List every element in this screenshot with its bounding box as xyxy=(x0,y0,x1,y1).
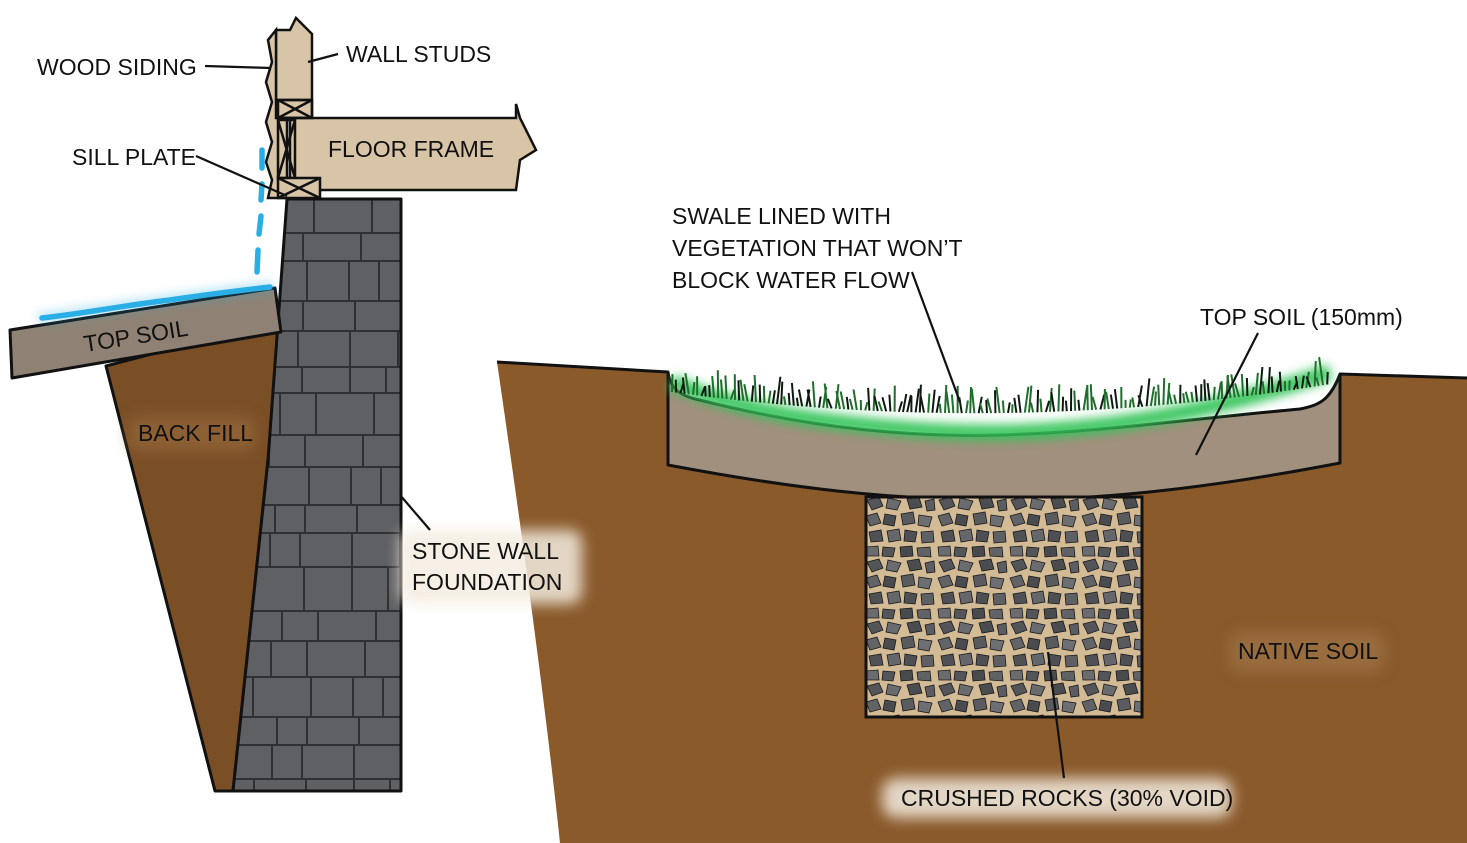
label-sill-plate: SILL PLATE xyxy=(72,144,196,170)
water-path-icon xyxy=(37,147,275,323)
floor-frame xyxy=(288,103,538,192)
label-top-soil-right: TOP SOIL (150mm) xyxy=(1200,304,1403,330)
native-soil-surface-line xyxy=(496,360,1467,380)
swale-section xyxy=(496,357,1467,843)
rim-blocking-1 xyxy=(276,98,314,120)
label-crushed-rocks: CRUSHED ROCKS (30% VOID) xyxy=(901,785,1233,811)
label-wood-siding: WOOD SIDING xyxy=(37,54,197,80)
crushed-rocks-trench xyxy=(864,495,1144,719)
grass-glow xyxy=(668,364,1333,441)
label-back-fill: BACK FILL xyxy=(138,420,253,446)
label-swale-line2: VEGETATION THAT WON’T xyxy=(672,235,963,261)
label-stone-wall-line1: STONE WALL xyxy=(412,538,559,564)
label-plates xyxy=(128,416,1384,818)
wood-siding xyxy=(264,26,289,200)
label-floor-frame: FLOOR FRAME xyxy=(328,136,494,162)
leader-lines xyxy=(195,52,1259,779)
label-swale-line3: BLOCK WATER FLOW xyxy=(672,267,910,293)
stone-wall-foundation xyxy=(231,197,403,793)
label-swale-line1: SWALE LINED WITH xyxy=(672,203,891,229)
labels: WOOD SIDING WALL STUDS SILL PLATE FLOOR … xyxy=(37,41,1403,811)
wood-framing xyxy=(264,15,538,200)
label-native-soil: NATIVE SOIL xyxy=(1238,638,1378,664)
label-wall-studs: WALL STUDS xyxy=(346,41,491,67)
grass-icon xyxy=(671,357,1329,414)
label-stone-wall-line2: FOUNDATION xyxy=(412,569,562,595)
